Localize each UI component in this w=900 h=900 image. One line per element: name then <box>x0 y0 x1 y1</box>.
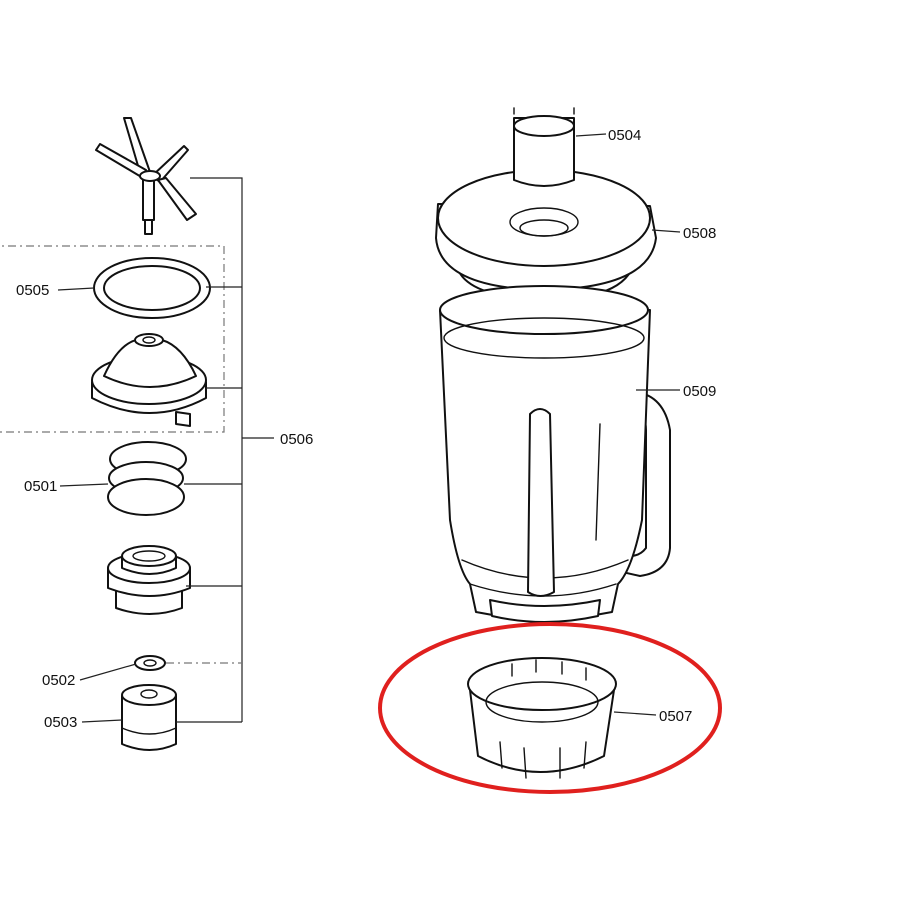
measuring-cap-part <box>513 107 575 187</box>
seal-ring-part <box>93 257 211 319</box>
label-0509: 0509 <box>683 383 716 400</box>
leader-0504 <box>575 133 607 137</box>
label-0503: 0503 <box>44 714 77 731</box>
label-0501: 0501 <box>24 478 57 495</box>
label-0502: 0502 <box>42 672 75 689</box>
jar-part <box>439 285 671 623</box>
leader-0508 <box>651 229 681 233</box>
label-0504: 0504 <box>608 127 641 144</box>
label-0505: 0505 <box>16 282 49 299</box>
spring-part <box>107 441 187 516</box>
leader-0501 <box>59 483 109 487</box>
leader-0503 <box>81 719 123 723</box>
subassembly-box <box>0 245 225 433</box>
base-ring-part <box>467 657 617 779</box>
label-0506: 0506 <box>280 431 313 448</box>
blade-part <box>95 117 197 235</box>
leader-0507 <box>613 711 657 716</box>
assembly-bracket <box>166 177 274 723</box>
label-0508: 0508 <box>683 225 716 242</box>
bushing-part <box>107 545 191 615</box>
lid-part <box>435 169 657 301</box>
leader-0505 <box>57 287 95 291</box>
label-0507: 0507 <box>659 708 692 725</box>
washer-part <box>134 655 166 671</box>
coupling-part <box>121 684 177 751</box>
highlight-callout-circle <box>378 622 722 794</box>
blade-housing-part <box>91 333 207 427</box>
leader-0502 <box>79 663 137 681</box>
